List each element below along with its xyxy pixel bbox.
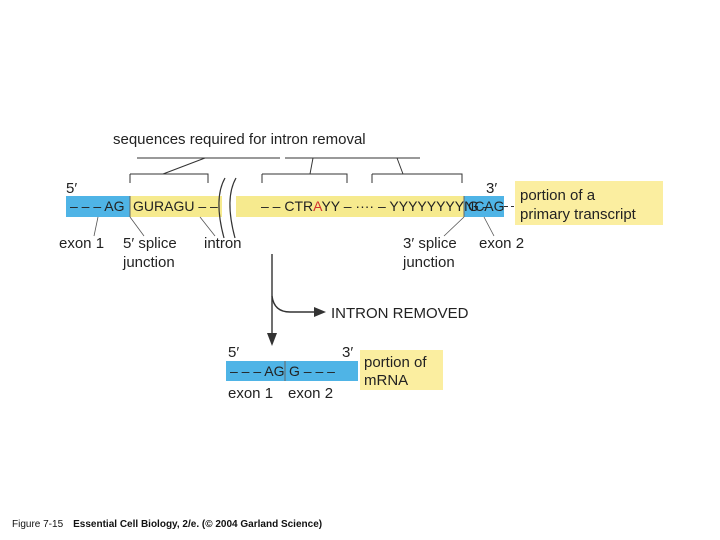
exon2-sequence: G – (468, 198, 491, 214)
branch-seq-start: – – CTR (261, 198, 313, 214)
bracket-branch (261, 173, 348, 183)
mrna-exon1-label: exon 1 (228, 385, 273, 402)
three-splice-label-2: junction (402, 254, 455, 271)
exon2-segment (464, 196, 504, 217)
three-splice-label-1: 3′ splice (403, 235, 457, 252)
leader-3splice (443, 216, 465, 237)
branch-sequence: – – CTRAYY – ···· – YYYYYYYYNCAG (261, 198, 505, 214)
mrna-3prime-label: 3′ (342, 344, 353, 361)
intron-segment (130, 196, 464, 217)
branch-seq-end: YY – ···· – YYYYYYYYNCAG (321, 198, 504, 214)
intron-removed-label: INTRON REMOVED (331, 305, 469, 322)
intron-exit-arrow-head (314, 307, 326, 317)
mrna-5prime-label: 5′ (228, 344, 239, 361)
leader-exon2 (483, 216, 495, 237)
break-line-left (218, 177, 226, 239)
primary-transcript-strand: – – – AG GURAGU – – – – CTRAYY – ···· – … (66, 177, 514, 239)
mrna-box-label-2: mRNA (364, 372, 408, 389)
break-gap (222, 192, 236, 222)
five-splice-sequence: GURAGU – – (133, 198, 218, 214)
region-leader-lines (93, 216, 495, 237)
mrna-segment (226, 361, 358, 381)
intron-label: intron (204, 235, 242, 252)
mrna-exon2-label: exon 2 (288, 385, 333, 402)
exon1-sequence: – – – AG (70, 198, 124, 214)
intron-exit-arrow (271, 295, 314, 313)
break-line-right (229, 177, 237, 239)
transcript-5prime-label: 5′ (66, 180, 77, 197)
exon1-segment (66, 196, 130, 217)
transcript-3prime-label: 3′ (486, 180, 497, 197)
leader-intron (199, 216, 216, 237)
exon1-label: exon 1 (59, 235, 104, 252)
branch-point-a: A (313, 198, 323, 214)
mrna-exon1-sequence: – – – AG (230, 363, 284, 379)
intron-break-mark (218, 177, 237, 239)
bracket-5splice (129, 173, 209, 183)
exon2-label: exon 2 (479, 235, 524, 252)
splicing-arrow (267, 254, 326, 346)
leader-exon1 (93, 216, 99, 237)
primary-transcript-label-2: primary transcript (520, 206, 637, 223)
figure-caption: Figure 7-15 Essential Cell Biology, 2/e. … (12, 519, 322, 530)
title-brackets (129, 157, 463, 183)
primary-transcript-box (515, 181, 663, 225)
figure-source: Essential Cell Biology, 2/e. (© 2004 Gar… (73, 519, 322, 530)
mrna-box (360, 350, 443, 390)
bracket-3splice (371, 173, 463, 183)
bracket-to-3splice (396, 157, 404, 175)
mrna-box-label-1: portion of (364, 354, 427, 371)
diagram-title: sequences required for intron removal (113, 131, 366, 148)
primary-transcript-label-1: portion of a (520, 187, 596, 204)
arrow-head-down (267, 333, 277, 346)
bracket-to-5splice (162, 157, 206, 175)
mrna-exon2-sequence: G – – – (289, 363, 335, 379)
five-splice-label-2: junction (122, 254, 175, 271)
mrna-strand: – – – AG G – – – (226, 361, 358, 381)
figure-number: Figure 7-15 (12, 519, 64, 530)
leader-5splice (129, 216, 145, 237)
five-splice-label-1: 5′ splice (123, 235, 177, 252)
bracket-to-branch (309, 157, 314, 175)
